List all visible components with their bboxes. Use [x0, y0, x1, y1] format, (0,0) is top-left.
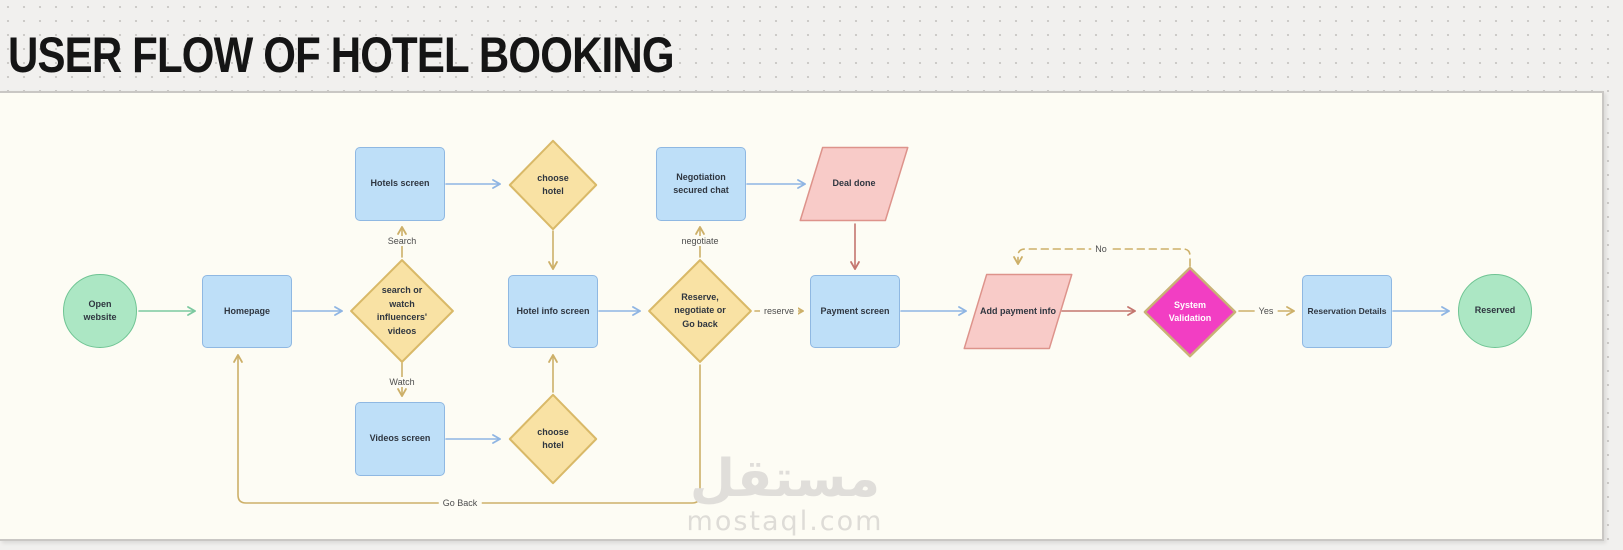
node-label: Reservation Details	[1307, 306, 1387, 317]
parallelogram-shape	[798, 146, 910, 222]
edge-label-no: No	[1091, 244, 1111, 254]
node-choose-hotel-bottom-decision: choose hotel	[508, 393, 598, 485]
node-homepage: Homepage	[202, 275, 292, 348]
node-label: choose hotel	[537, 426, 569, 451]
parallelogram-shape	[962, 273, 1074, 350]
node-label: Negotiation secured chat	[673, 171, 729, 196]
edge-label-reserve: reserve	[759, 306, 799, 316]
node-system-validation-decision: System Validation	[1143, 266, 1237, 358]
node-label: Add payment info	[980, 305, 1056, 316]
node-label: Open website	[83, 298, 117, 323]
node-videos-screen: Videos screen	[355, 402, 445, 476]
watermark-arabic: مستقل	[689, 449, 881, 509]
node-search-or-watch-decision: search or watch influencers' videos	[349, 258, 455, 364]
node-choose-hotel-top-decision: choose hotel	[508, 139, 598, 231]
edge-label-negotiate: negotiate	[677, 236, 723, 246]
node-deal-done: Deal done	[798, 146, 910, 222]
node-label: Payment screen	[820, 305, 890, 316]
edge-label-go-back: Go Back	[438, 498, 482, 508]
edge-label-search: Search	[383, 236, 421, 246]
watermark-site: mostaql.com	[686, 505, 884, 537]
node-label: Deal done	[832, 178, 876, 189]
node-hotels-screen: Hotels screen	[355, 147, 445, 221]
node-reserve-negotiate-decision: Reserve, negotiate or Go back	[647, 258, 753, 364]
node-label: Hotels screen	[370, 178, 430, 189]
node-negotiation-chat: Negotiation secured chat	[656, 147, 746, 221]
diamond-shape	[508, 139, 598, 231]
node-reserved: Reserved	[1458, 274, 1532, 348]
node-label: Reserved	[1474, 305, 1516, 316]
edge-label-yes: Yes	[1254, 306, 1278, 316]
diamond-shape	[349, 258, 455, 364]
node-label: System Validation	[1168, 299, 1212, 324]
edge-label-watch: Watch	[385, 377, 419, 387]
node-label: Reserve, negotiate or Go back	[674, 291, 726, 329]
page-title: USER FLOW OF HOTEL BOOKING	[8, 27, 675, 83]
node-label: search or watch influencers' videos	[376, 285, 428, 336]
node-payment-screen: Payment screen	[810, 275, 900, 348]
node-add-payment-info: Add payment info	[962, 273, 1074, 350]
node-label: Videos screen	[369, 433, 431, 444]
node-label: Homepage	[223, 305, 270, 316]
diamond-shape	[647, 258, 753, 364]
diamond-shape	[1143, 266, 1237, 358]
diamond-shape	[508, 393, 598, 485]
node-hotel-info-screen: Hotel info screen	[508, 275, 598, 348]
node-open-website: Open website	[63, 274, 137, 348]
node-reservation-details: Reservation Details	[1302, 275, 1392, 348]
node-label: Hotel info screen	[516, 305, 590, 316]
watermark: مستقل mostaql.com	[687, 452, 884, 536]
node-label: choose hotel	[537, 172, 569, 197]
